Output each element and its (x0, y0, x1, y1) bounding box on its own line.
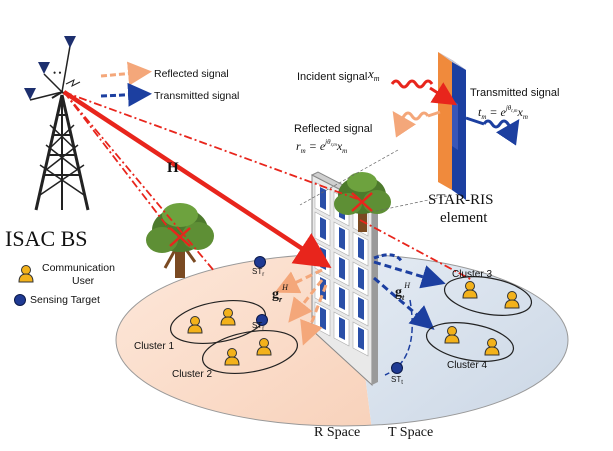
legend-user-line2: User (72, 275, 95, 287)
ris-element (320, 187, 326, 210)
antenna-icon (38, 62, 50, 74)
communication-users (187, 281, 520, 366)
tx-beam-to-st (373, 253, 404, 263)
reflected-beams (274, 268, 328, 346)
sensing-target-icon (14, 294, 26, 306)
isac-bs-tower: • • (24, 36, 90, 211)
cluster-2-label: Cluster 2 (172, 369, 212, 380)
channel-gt-label: gtH (395, 281, 411, 302)
user-icon (256, 338, 272, 356)
ris-element (339, 287, 345, 310)
r-space-label: R Space (314, 425, 360, 440)
channel-h-label: H (167, 160, 179, 176)
reflected-signal-wave (392, 110, 441, 138)
st-r-top-label: STr (252, 267, 264, 278)
legend-reflected-label: Reflected signal (154, 68, 229, 80)
ris-element (358, 297, 364, 320)
blocked-icon (351, 192, 373, 212)
user-icon (18, 265, 34, 283)
ris-element (339, 227, 345, 250)
ris-element (358, 327, 364, 350)
isac-bs-label: ISAC BS (5, 226, 88, 251)
antenna-icon (24, 88, 36, 100)
ris-element (358, 267, 364, 290)
legend-transmitted-label: Transmitted signal (154, 90, 239, 102)
user-icon (224, 348, 240, 366)
sensing-target-icon (256, 314, 268, 326)
reflected-signal-label: Reflected signal (294, 123, 372, 135)
node-legend (14, 265, 34, 306)
sensing-target-icon (391, 362, 403, 374)
user-icon (444, 326, 460, 344)
cluster-4-ellipse (425, 322, 515, 362)
tx-beam-to-st-lower (384, 299, 413, 376)
transmitted-signal-label: Transmitted signal (470, 87, 559, 99)
svg-text:• •: • • (53, 68, 62, 78)
incident-signal-label: Incident signal (297, 71, 367, 83)
tree-left (146, 203, 214, 278)
transmitted-beams (373, 260, 446, 330)
star-ris-label-line1: STAR-RIS (428, 192, 493, 208)
reflected-equation: rm = ejθr,mxm (296, 138, 347, 155)
cluster-1-label: Cluster 1 (134, 341, 174, 352)
ris-element (339, 257, 345, 280)
t-space-label: T Space (388, 425, 433, 440)
cluster-1-ellipse (170, 300, 266, 344)
st-t-label: STt (391, 375, 403, 386)
cluster-4-label: Cluster 4 (447, 360, 487, 371)
sensing-targets (254, 256, 403, 374)
transmitted-signal-wave (465, 116, 520, 146)
incident-signal-wave (390, 79, 458, 106)
ris-element (320, 307, 326, 330)
ris-element (358, 237, 364, 260)
bs-direct-links (63, 91, 473, 281)
star-ris-panel (310, 171, 380, 387)
sensing-target-icon (254, 256, 266, 268)
user-icon (187, 316, 203, 334)
channel-gr-label: grH (272, 283, 289, 304)
legend-target-label: Sensing Target (30, 294, 100, 306)
legend-user-line1: Communication (42, 262, 115, 274)
ris-element (320, 217, 326, 240)
signal-legend (100, 61, 152, 107)
transmitted-equation: tm = ejθt,mxm (478, 104, 528, 121)
st-r-mid-label: STr (252, 321, 264, 332)
incident-var: xm (367, 66, 380, 83)
blocked-icon (169, 227, 191, 247)
user-icon (220, 308, 236, 326)
ris-element (339, 317, 345, 340)
antenna-icon (64, 36, 76, 48)
star-ris-label-line2: element (440, 210, 488, 226)
user-icon (484, 338, 500, 356)
tree-right (334, 172, 391, 232)
channel-h-arrow (62, 90, 332, 268)
cluster-2-ellipse (202, 330, 298, 374)
cluster-3-ellipse (443, 276, 533, 316)
user-icon (462, 281, 478, 299)
cluster-3-label: Cluster 3 (452, 269, 492, 280)
user-icon (504, 291, 520, 309)
